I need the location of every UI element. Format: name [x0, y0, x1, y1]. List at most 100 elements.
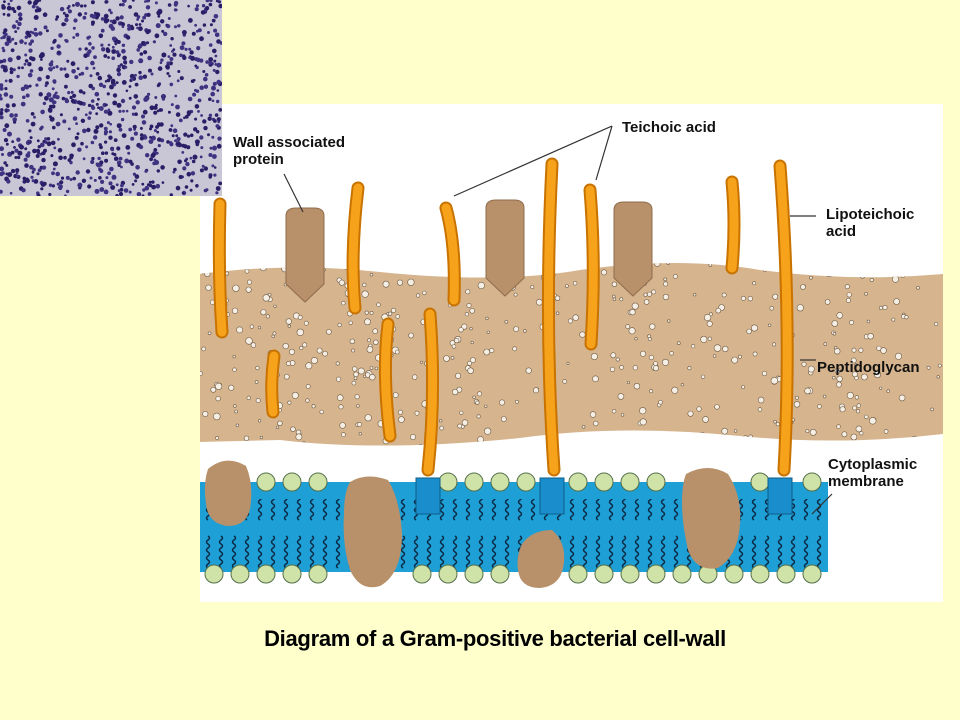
coccus-cell: [209, 0, 213, 3]
coccus-cell: [133, 12, 139, 17]
lipid-tail: [790, 499, 796, 521]
peptidoglycan-granule: [364, 310, 369, 315]
coccus-cell: [104, 158, 109, 163]
lipid-tail: [517, 499, 523, 521]
coccus-cell: [217, 0, 221, 4]
peptidoglycan-granule: [296, 328, 305, 337]
coccus-cell: [7, 131, 12, 137]
coccus-cell: [103, 132, 108, 136]
peptidoglycan-granule: [848, 442, 855, 446]
lipid-head: [282, 472, 302, 492]
coccus-cell: [141, 120, 147, 125]
coccus-cell: [7, 2, 11, 6]
coccus-cell: [175, 134, 179, 138]
coccus-cell: [31, 179, 35, 183]
coccus-cell: [25, 119, 30, 123]
peptidoglycan-granule: [420, 360, 424, 364]
peptidoglycan-granule: [265, 314, 270, 319]
coccus-cell: [138, 43, 143, 48]
peptidoglycan-granule: [804, 387, 811, 395]
peptidoglycan-granule: [692, 258, 697, 263]
peptidoglycan-granule: [611, 281, 618, 288]
coccus-cell: [147, 192, 152, 196]
coccus-cell: [153, 105, 158, 110]
peptidoglycan-granule: [707, 336, 712, 341]
coccus-cell: [75, 122, 78, 125]
coccus-cell: [9, 0, 13, 2]
coccus-cell: [120, 117, 125, 122]
coccus-cell: [149, 136, 152, 139]
coccus-cell: [108, 130, 112, 134]
coccus-cell: [128, 85, 132, 88]
lipid-head: [412, 564, 432, 584]
coccus-cell: [135, 165, 140, 170]
coccus-cell: [27, 72, 33, 78]
teichoic-acid-chain: [727, 177, 739, 273]
coccus-cell: [27, 151, 31, 155]
coccus-cell: [118, 191, 124, 196]
peptidoglycan-granule: [285, 318, 292, 325]
coccus-cell: [83, 53, 88, 58]
peptidoglycan-granule: [422, 290, 427, 296]
peptidoglycan-granule: [625, 324, 631, 329]
coccus-cell: [173, 167, 177, 172]
coccus-cell: [136, 26, 139, 30]
coccus-cell: [211, 18, 216, 23]
coccus-cell: [6, 108, 10, 112]
peptidoglycan-granule: [245, 286, 252, 293]
coccus-cell: [98, 167, 102, 172]
coccus-cell: [64, 194, 67, 196]
peptidoglycan-granule: [738, 354, 742, 359]
lipid-tail: [504, 535, 510, 569]
coccus-cell: [45, 81, 49, 85]
coccus-cell: [108, 75, 113, 80]
coccus-cell: [145, 153, 150, 158]
coccus-cell: [19, 144, 24, 150]
coccus-cell: [90, 60, 95, 66]
peptidoglycan-granule: [339, 422, 346, 429]
coccus-cell: [125, 89, 129, 93]
coccus-cell: [199, 85, 204, 90]
coccus-cell: [28, 84, 32, 88]
coccus-cell: [91, 46, 95, 50]
peptidoglycan-granule: [449, 450, 452, 453]
coccus-cell: [175, 185, 181, 191]
coccus-cell: [111, 174, 117, 180]
coccus-cell: [170, 103, 174, 107]
coccus-cell: [99, 187, 105, 192]
coccus-cell: [129, 73, 135, 79]
coccus-cell: [22, 179, 27, 184]
peptidoglycan-granule: [534, 437, 538, 441]
peptidoglycan-granule: [213, 412, 221, 421]
coccus-cell: [148, 180, 152, 184]
peptidoglycan-granule: [667, 319, 671, 323]
coccus-cell: [207, 31, 210, 34]
coccus-cell: [95, 72, 100, 76]
peptidoglycan-granule: [311, 404, 316, 409]
peptidoglycan-granule: [611, 409, 617, 414]
coccus-cell: [138, 144, 144, 150]
coccus-cell: [16, 5, 22, 11]
coccus-cell: [157, 144, 161, 148]
coccus-cell: [167, 3, 172, 7]
coccus-cell: [9, 191, 13, 195]
peptidoglycan-granule: [700, 335, 708, 343]
peptidoglycan-granule: [562, 379, 568, 384]
peptidoglycan-granule: [514, 399, 519, 404]
coccus-cell: [176, 141, 181, 146]
coccus-cell: [36, 193, 41, 196]
coccus-cell: [48, 192, 52, 196]
coccus-cell: [0, 60, 4, 64]
coccus-cell: [188, 56, 192, 59]
peptidoglycan-granule: [691, 344, 696, 349]
coccus-cell: [205, 188, 209, 192]
coccus-cell: [11, 37, 15, 41]
coccus-cell: [40, 187, 44, 191]
coccus-cell: [24, 163, 29, 168]
coccus-cell: [0, 111, 4, 116]
peptidoglycan-granule: [472, 395, 476, 399]
coccus-cell: [134, 112, 138, 116]
coccus-cell: [120, 21, 124, 25]
peptidoglycan-granule: [408, 332, 414, 339]
coccus-cell: [50, 154, 54, 158]
